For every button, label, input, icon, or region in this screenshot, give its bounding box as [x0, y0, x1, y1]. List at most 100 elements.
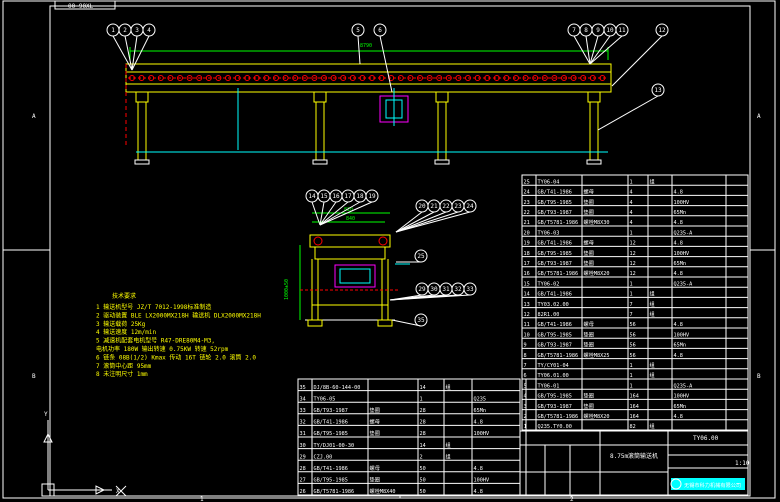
svg-text:31: 31 — [442, 286, 450, 293]
table-cell: GB/T5781-1986 — [538, 271, 579, 277]
table-cell: 22 — [524, 210, 530, 216]
table-cell: 螺母 — [584, 188, 594, 196]
roller — [225, 75, 231, 81]
table-cell: 6 — [524, 373, 527, 379]
table-cell: 82 — [630, 424, 636, 430]
table-cell: 28 — [300, 466, 306, 472]
roller — [369, 75, 375, 81]
table-cell: 螺栓M8X25 — [584, 351, 610, 359]
table-cell: 4.8 — [674, 353, 683, 359]
svg-text:12: 12 — [658, 27, 666, 34]
roller — [493, 75, 500, 81]
table-cell: GB/T93-1987 — [538, 210, 572, 216]
table-cell: 组 — [446, 383, 451, 391]
table-cell: 50 — [420, 478, 426, 484]
balloon-13: 13 — [597, 83, 665, 131]
table-cell: 4.8 — [674, 414, 683, 420]
roller — [465, 75, 471, 81]
svg-text:16: 16 — [332, 193, 340, 200]
table-cell: 组 — [650, 290, 655, 298]
balloon-24: 24 — [395, 199, 477, 233]
table-cell: TY06-01 — [538, 383, 560, 389]
roller — [359, 75, 366, 81]
table-cell: GB/T93-1987 — [538, 343, 572, 349]
table-cell: 1 — [630, 292, 633, 298]
table-cell: 垫圈 — [584, 249, 594, 257]
table-cell: 50 — [420, 489, 426, 495]
table-cell: 26 — [300, 489, 306, 495]
leg-bracket — [587, 91, 601, 103]
table-cell: 1 — [630, 230, 633, 236]
tech-note-line: 电机功率 180W 输出转速 0.75KW 转速 52rpm — [96, 345, 229, 353]
table-cell: CZJ.00 — [314, 454, 333, 460]
table-cell: 56 — [630, 322, 636, 328]
table-cell: 19 — [524, 241, 530, 247]
roller — [455, 75, 462, 81]
table-cell: TY/DJ01-00-30 — [314, 443, 355, 449]
balloon-3: 3 — [130, 23, 144, 71]
tech-note-line: 5 减速机配套电机型号 R47-DRE80M4-M3, — [96, 337, 215, 345]
title-block: TY06.00 8.75m滚筒输送机 1:10 无锡市科力机械有限公司 — [519, 430, 750, 496]
svg-text:1: 1 — [111, 27, 115, 34]
table-cell: GB/T95-1985 — [314, 431, 348, 437]
roller — [503, 75, 510, 81]
tab-label-box — [54, 0, 116, 10]
roller — [292, 75, 299, 81]
roller — [157, 75, 164, 81]
table-cell: 7 — [630, 302, 633, 308]
drawing-number: TY06.00 — [693, 435, 719, 442]
table-cell: 34 — [300, 396, 306, 402]
tech-note-line: 1 输送机型号 JZ/T 7012-1998标准制造 — [96, 303, 211, 311]
table-cell: TY/CY01-04 — [538, 363, 569, 369]
svg-text:7: 7 — [572, 27, 576, 34]
table-cell: 8 — [524, 353, 527, 359]
table-cell: 12 — [630, 271, 636, 277]
table-cell: GB/T95-1985 — [538, 394, 572, 400]
roller — [561, 75, 567, 81]
table-cell: 18 — [524, 251, 530, 257]
table-cell: 4.8 — [674, 271, 683, 277]
table-cell: 组 — [446, 452, 451, 460]
svg-text:5: 5 — [356, 27, 360, 34]
table-cell: 3 — [524, 404, 527, 410]
roller — [513, 75, 519, 81]
table-cell: 12 — [630, 261, 636, 267]
leg-foot — [134, 159, 150, 165]
leg-bracket — [135, 91, 149, 103]
table-cell: 4.8 — [474, 420, 483, 426]
overall-length-dim: 8790 — [360, 43, 372, 49]
roller — [541, 75, 548, 81]
roller — [186, 75, 193, 81]
tech-note-line: 7 滚筒中心距 95mm — [96, 362, 152, 370]
roller — [282, 75, 289, 81]
table-cell: 14 — [420, 443, 426, 449]
svg-text:1000±50: 1000±50 — [284, 279, 290, 300]
balloon-35: 35 — [391, 313, 428, 327]
table-cell: 29 — [300, 454, 306, 460]
table-cell: 65Mn — [674, 343, 687, 349]
table-cell: 28 — [420, 420, 426, 426]
table-cell: 1 — [630, 383, 633, 389]
roller — [311, 75, 318, 81]
roller — [589, 75, 596, 81]
table-cell: GB/T5781-1986 — [538, 353, 579, 359]
svg-text:17: 17 — [344, 193, 352, 200]
roller — [205, 75, 212, 81]
table-cell: 14 — [524, 292, 530, 298]
roller — [436, 75, 443, 81]
table-cell: 100HV — [674, 251, 690, 257]
tech-notes-title: 技术要求 — [112, 292, 136, 300]
